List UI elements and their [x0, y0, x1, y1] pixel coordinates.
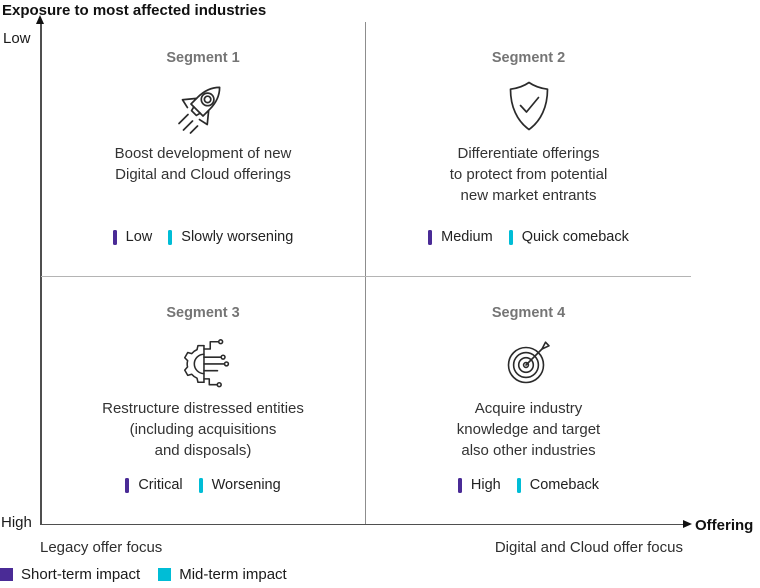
mid-term-bar-icon — [516, 477, 521, 493]
short-term-bar-icon — [125, 477, 130, 493]
quadrant-segment-3: Segment 3 Restructure distressed entitie… — [41, 277, 365, 524]
quadrant-segment-1: Segment 1 Boost development of new Digit… — [41, 22, 365, 276]
segment-3-short-term-label: Critical — [138, 477, 183, 493]
quadrant-segment-4: Segment 4 Acquire industry knowledge and… — [366, 277, 691, 524]
legend-short-term-label: Short-term impact — [21, 566, 141, 583]
short-term-swatch-icon — [0, 568, 13, 581]
gear-circuit-icon — [175, 333, 231, 391]
short-term-bar-icon — [112, 229, 117, 245]
legend-item-short-term: Short-term impact — [0, 566, 140, 583]
legend: Short-term impact Mid-term impact — [0, 566, 287, 583]
segment-3-description: Restructure distressed entities (includi… — [102, 400, 304, 459]
mid-term-bar-icon — [168, 229, 173, 245]
segment-4-description: Acquire industry knowledge and target al… — [456, 400, 601, 459]
y-axis-arrow-up-icon — [36, 15, 45, 24]
segment-4-short-term-label: High — [470, 477, 501, 493]
segment-2-title: Segment 2 — [491, 50, 566, 66]
mid-term-swatch-icon — [158, 568, 172, 581]
y-axis-line — [40, 24, 42, 524]
segment-1-description: Boost development of new Digital and Clo… — [114, 145, 292, 183]
rocket-icon — [175, 78, 231, 136]
segment-2-mid-term-badge: Quick comeback — [508, 229, 629, 245]
segment-3-mid-term-badge: Worsening — [198, 477, 281, 493]
legend-mid-term-label: Mid-term impact — [179, 566, 287, 583]
segment-2-short-term-label: Medium — [441, 229, 493, 245]
segment-4-mid-term-badge: Comeback — [516, 477, 600, 493]
x-axis-label-digital-cloud: Digital and Cloud offer focus — [494, 539, 683, 556]
segment-1-mid-term-label: Slowly worsening — [181, 229, 294, 245]
segment-4-badges: High Comeback — [366, 477, 691, 493]
chart-title: Exposure to most affected industries — [2, 2, 267, 19]
short-term-bar-icon — [428, 229, 433, 245]
segment-3-short-term-badge: Critical — [125, 477, 183, 493]
legend-item-mid-term: Mid-term impact — [158, 566, 287, 583]
segment-3-badges: Critical Worsening — [41, 477, 365, 493]
mid-term-bar-icon — [198, 477, 203, 493]
segment-3-mid-term-label: Worsening — [211, 477, 281, 493]
horizontal-quadrant-divider — [41, 276, 691, 277]
segment-1-badges: Low Slowly worsening — [41, 229, 365, 245]
y-axis-label-high: High — [1, 514, 32, 531]
segment-1-short-term-badge: Low — [112, 229, 153, 245]
y-axis-label-low: Low — [3, 30, 31, 47]
segment-4-mid-term-label: Comeback — [529, 477, 600, 493]
vertical-quadrant-divider — [365, 22, 366, 524]
segment-2-badges: Medium Quick comeback — [366, 229, 691, 245]
segment-1-mid-term-badge: Slowly worsening — [168, 229, 293, 245]
x-axis-arrow-right-icon — [683, 520, 692, 528]
segment-4-title: Segment 4 — [491, 305, 566, 321]
segment-2-short-term-badge: Medium — [428, 229, 493, 245]
quadrant-segment-2: Segment 2 Differentiate offerings to pro… — [366, 22, 691, 276]
segment-1-title: Segment 1 — [166, 50, 240, 66]
x-axis-line — [40, 523, 685, 525]
shield-check-icon — [501, 78, 557, 136]
short-term-bar-icon — [457, 477, 462, 493]
segment-2-description: Differentiate offerings to protect from … — [449, 145, 608, 204]
mid-term-bar-icon — [508, 229, 513, 245]
segment-2-mid-term-label: Quick comeback — [521, 229, 629, 245]
x-axis-title-offering: Offering — [695, 517, 754, 534]
x-axis-label-legacy: Legacy offer focus — [40, 539, 163, 556]
segment-1-short-term-label: Low — [125, 229, 153, 245]
target-arrow-icon — [501, 333, 557, 391]
segment-3-title: Segment 3 — [166, 305, 240, 321]
segment-4-short-term-badge: High — [457, 477, 501, 493]
